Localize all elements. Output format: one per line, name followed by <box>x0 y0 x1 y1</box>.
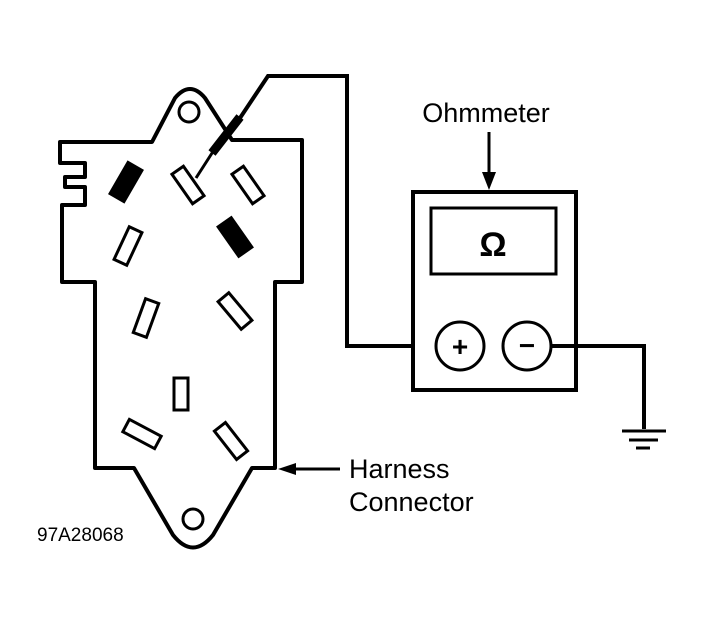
ohmmeter-arrow-icon <box>482 172 496 190</box>
ground-icon <box>622 429 666 450</box>
terminal <box>112 224 144 268</box>
negative-terminal-label: − <box>519 330 535 361</box>
harness-arrow-icon <box>278 463 296 475</box>
terminal-cavities <box>108 160 267 462</box>
terminal <box>172 376 190 412</box>
positive-terminal-label: + <box>452 331 468 362</box>
terminal <box>215 290 255 332</box>
mounting-hole-bottom <box>181 507 205 531</box>
figure-id: 97A28068 <box>37 525 124 546</box>
mounting-hole-top <box>177 100 201 124</box>
positive-terminal <box>434 320 486 372</box>
probe-tip <box>194 149 216 179</box>
terminal <box>120 417 164 451</box>
negative-test-lead <box>551 344 646 429</box>
terminal <box>131 296 161 340</box>
terminal <box>212 420 250 462</box>
harness-label-line1: Harness <box>349 454 450 484</box>
ohm-symbol: Ω <box>479 226 506 264</box>
positive-test-lead <box>236 74 436 348</box>
harness-label-line2: Connector <box>349 487 474 517</box>
terminal-filled <box>216 215 254 259</box>
ohmmeter-label: Ohmmeter <box>422 98 550 128</box>
harness-connector-outline <box>58 87 304 550</box>
terminal-filled <box>108 160 144 204</box>
probe-body <box>208 114 244 156</box>
ohmmeter-display <box>429 206 558 276</box>
terminal <box>169 164 207 206</box>
terminal <box>229 164 267 206</box>
